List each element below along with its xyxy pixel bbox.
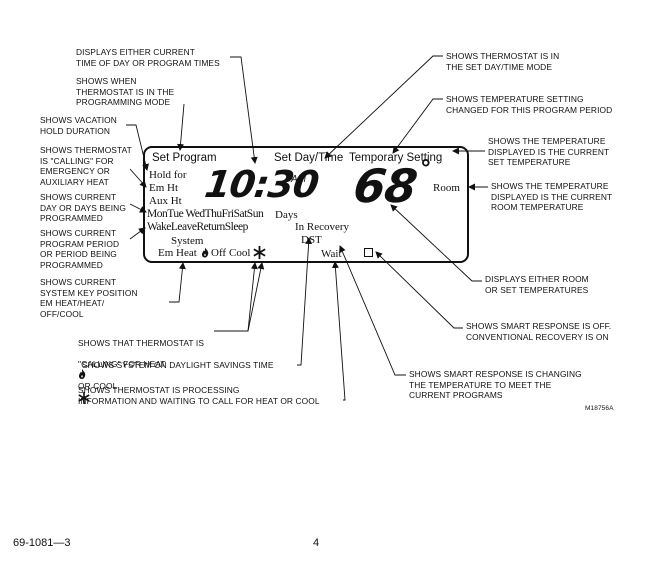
lcd-system: System <box>171 235 204 247</box>
leader-smart-off <box>375 251 463 329</box>
lcd-dst: DST <box>301 234 322 246</box>
flame-icon <box>79 369 86 380</box>
callout-calling-em-aux: SHOWS THERMOSTAT IS "CALLING" FOR EMERGE… <box>40 145 132 187</box>
lcd-am: AM <box>291 174 306 185</box>
callout-set-day-time: SHOWS THERMOSTAT IS IN THE SET DAY/TIME … <box>446 51 560 72</box>
callout-room-or-set: DISPLAYS EITHER ROOM OR SET TEMPERATURES <box>485 274 589 295</box>
leader-room-or-set <box>390 204 482 282</box>
callout-current-day: SHOWS CURRENT DAY OR DAYS BEING PROGRAMM… <box>40 192 126 224</box>
leader-calling-heat <box>214 262 258 332</box>
leader-program-period <box>129 227 146 240</box>
callout-programming-mode: SHOWS WHEN THERMOSTAT IS IN THE PROGRAMM… <box>76 76 175 108</box>
lcd-periods-row: WakeLeaveReturnSleep <box>147 221 248 233</box>
callout-current-time: DISPLAYS EITHER CURRENT TIME OF DAY OR P… <box>76 47 220 68</box>
lcd-days-row: MonTue WedThuFriSatSun <box>147 208 264 220</box>
callout-calling-line1: SHOWS THAT THERMOSTAT IS <box>78 337 205 348</box>
leader-dst <box>297 237 313 366</box>
snowflake-icon <box>253 246 266 259</box>
square-icon <box>364 248 373 257</box>
lcd-temperature: 68 <box>350 159 420 213</box>
callout-smart-response-off: SHOWS SMART RESPONSE IS OFF. CONVENTIONA… <box>466 321 612 342</box>
lcd-cool: Cool <box>229 247 251 259</box>
leader-calling-cool <box>247 262 265 332</box>
lcd-hold-for: Hold for <box>149 169 187 181</box>
flame-icon <box>202 247 209 258</box>
snowflake-icon <box>78 391 90 404</box>
lcd-em-heat: Em Heat <box>158 247 197 259</box>
lcd-temporary-setting: Temporary Setting <box>349 152 443 164</box>
lcd-room: Room <box>433 182 460 194</box>
lcd-degree: ° <box>421 155 431 182</box>
callout-vacation-hold: SHOWS VACATION HOLD DURATION <box>40 115 117 136</box>
leader-temp-setting <box>392 98 443 154</box>
lcd-in-recovery: In Recovery <box>295 221 350 233</box>
leader-wait <box>331 261 346 401</box>
leader-set-day-time <box>324 55 443 159</box>
lcd-em-ht: Em Ht <box>149 182 179 194</box>
callout-current-room-temp: SHOWS THE TEMPERATURE DISPLAYED IS THE C… <box>491 181 613 213</box>
callout-temp-setting-changed: SHOWS TEMPERATURE SETTING CHANGED FOR TH… <box>446 94 613 115</box>
callout-calling-line2b: OR COOL <box>78 380 118 391</box>
leader-current-time <box>230 56 258 164</box>
callout-program-period: SHOWS CURRENT PROGRAM PERIOD OR PERIOD B… <box>40 228 120 270</box>
callout-daylight-savings: SHOWS SYSTEM ON DAYLIGHT SAVINGS TIME <box>82 360 274 370</box>
leader-system-key <box>169 262 186 303</box>
lcd-wait: Wait <box>321 248 342 260</box>
callout-smart-response-changing: SHOWS SMART RESPONSE IS CHANGING THE TEM… <box>409 369 582 401</box>
callout-current-set-temp: SHOWS THE TEMPERATURE DISPLAYED IS THE C… <box>488 136 610 168</box>
lcd-set-program: Set Program <box>152 152 217 164</box>
callout-calling-line2a: "CALLING" FOR HEAT <box>78 358 166 369</box>
lcd-aux-ht: Aux Ht <box>149 195 182 207</box>
lcd-time: 10:30 <box>202 163 321 206</box>
lcd-set-day-time: Set Day/Time <box>274 152 344 164</box>
callout-processing: SHOWS THERMOSTAT IS PROCESSING INFORMATI… <box>78 385 320 406</box>
lcd-days-label: Days <box>275 209 298 221</box>
leader-smart-changing <box>339 245 406 376</box>
lcd-display: Set Program Set Day/Time Temporary Setti… <box>143 146 469 263</box>
lcd-off: Off <box>211 247 227 259</box>
leader-programming-mode <box>177 103 185 151</box>
callout-system-key: SHOWS CURRENT SYSTEM KEY POSITION EM HEA… <box>40 277 138 319</box>
callout-calling-heat-cool: SHOWS THAT THERMOSTAT IS "CALLING" FOR H… <box>78 327 204 404</box>
page-number: 4 <box>313 537 320 549</box>
figure-id: M18756A <box>585 405 614 412</box>
doc-number: 69-1081—3 <box>13 537 71 549</box>
